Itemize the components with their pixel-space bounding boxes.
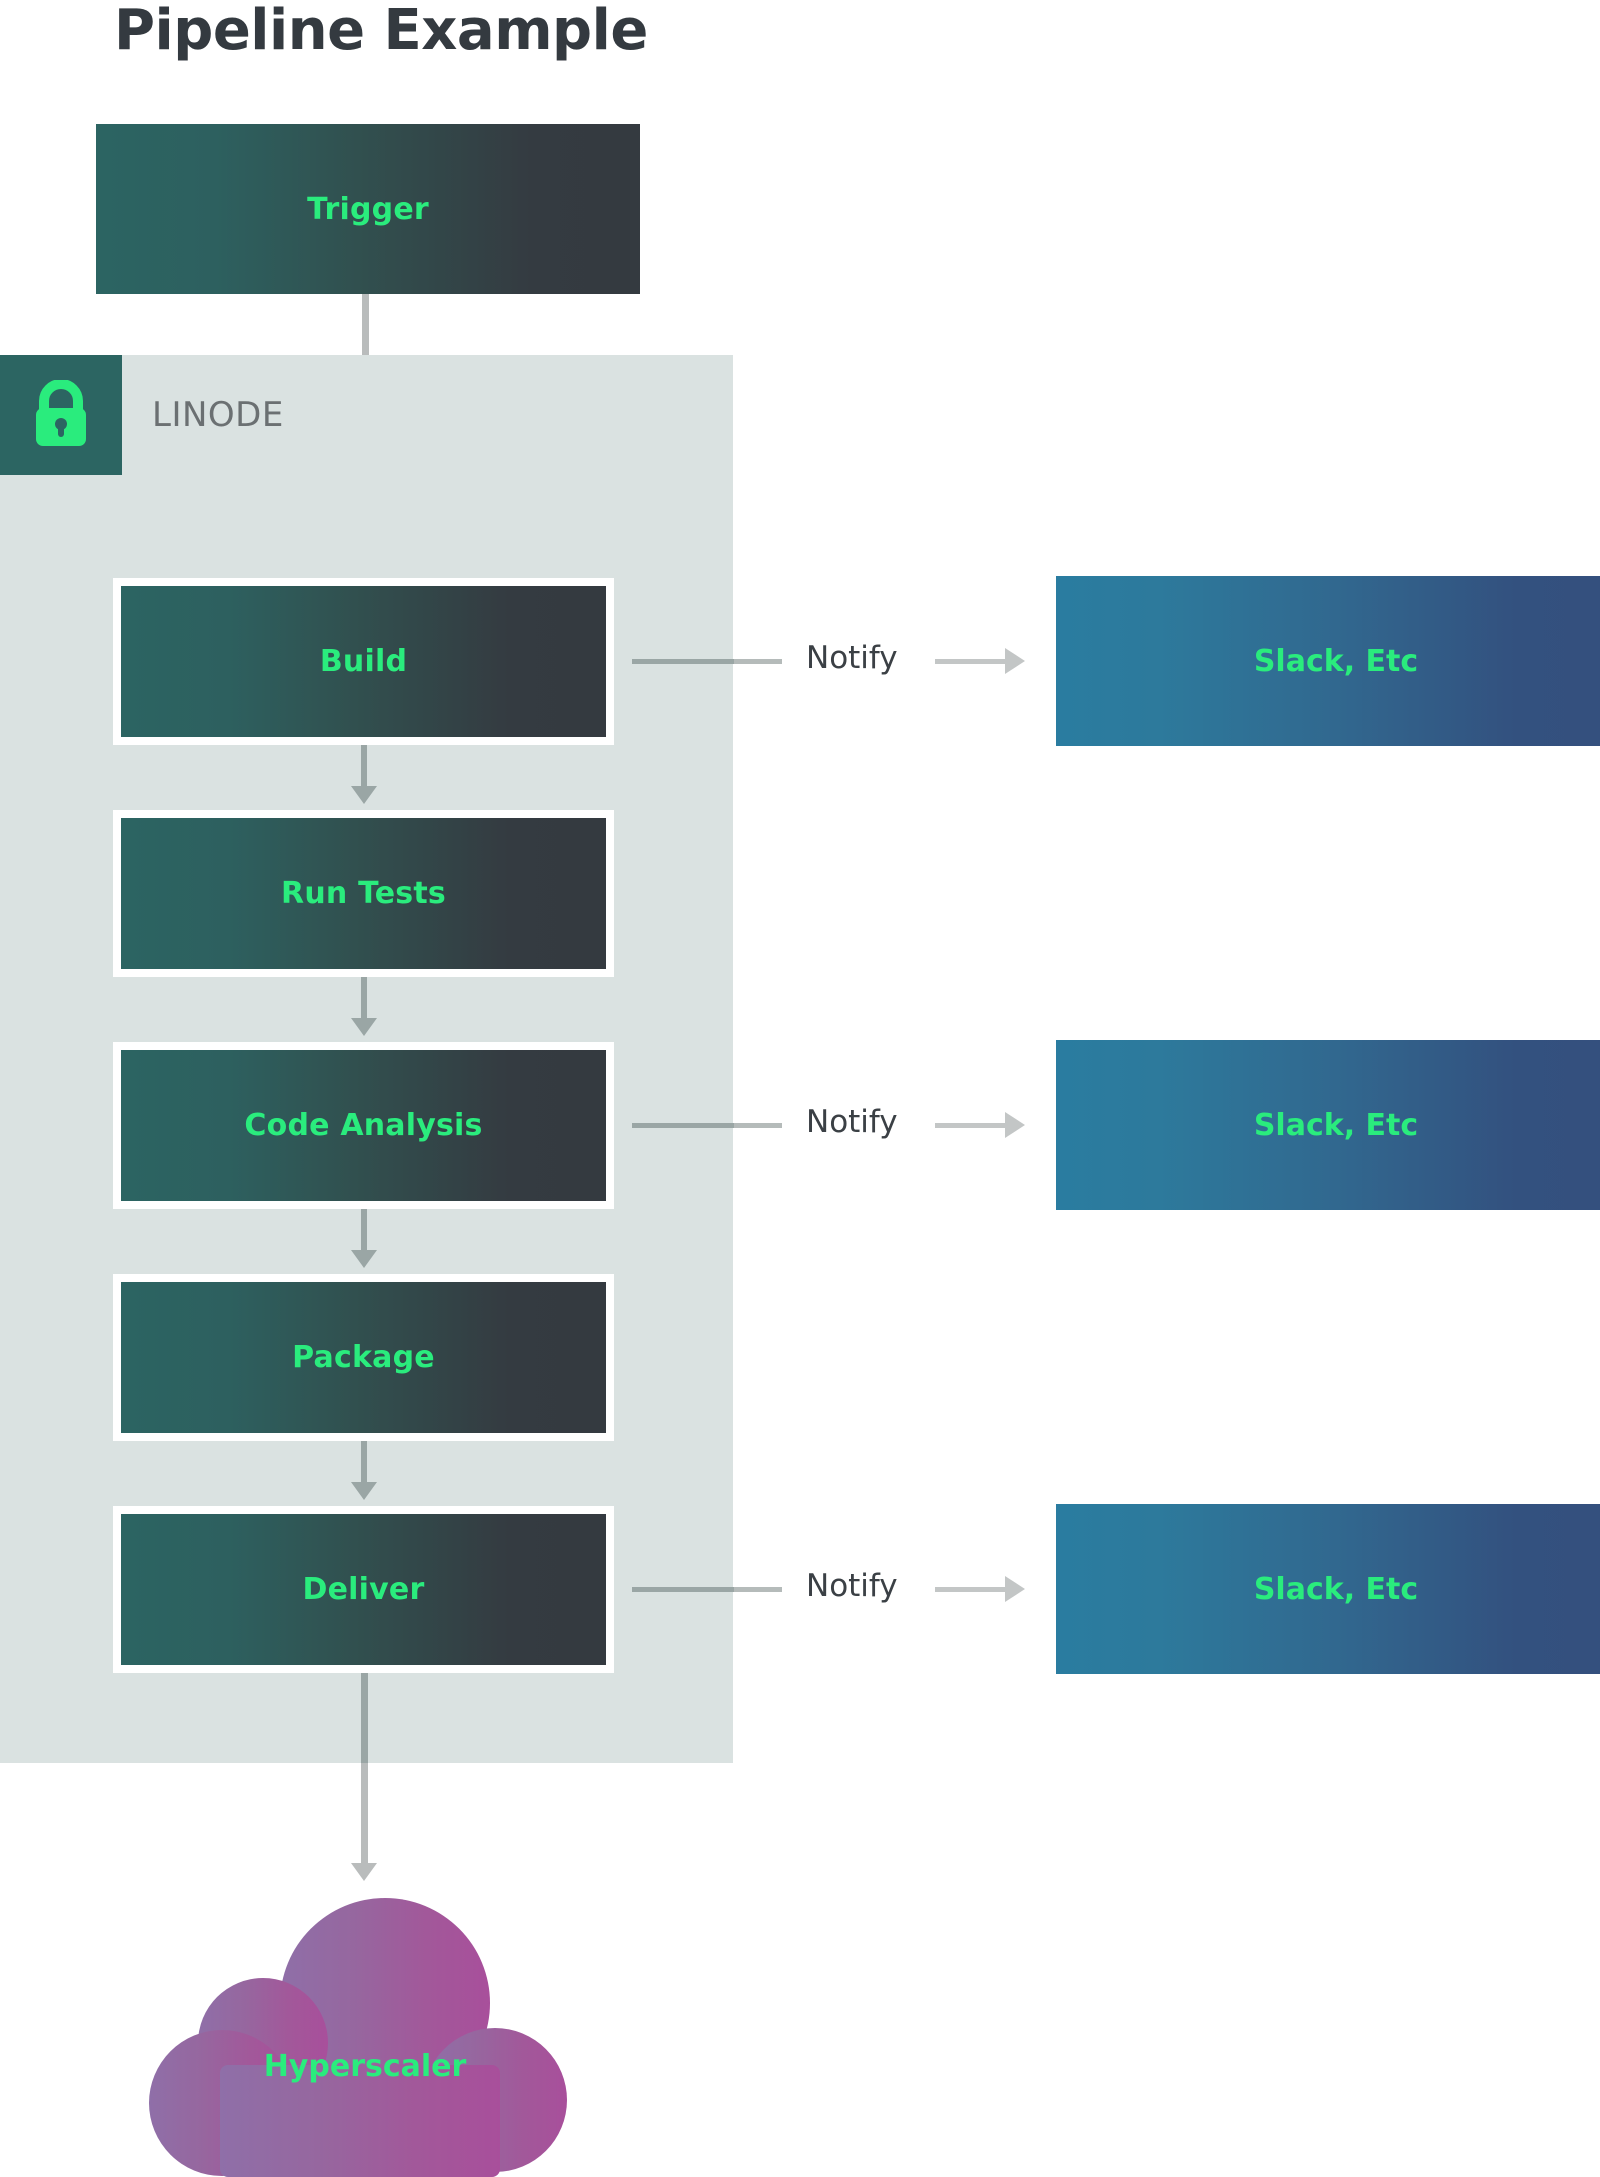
notify-target-box-build[interactable]: Slack, Etc — [1056, 576, 1600, 746]
notify-arrowhead-deliver — [1005, 1576, 1025, 1602]
stage-box-code-analysis[interactable]: Code Analysis — [113, 1042, 614, 1209]
notify-line-right-build — [935, 659, 1007, 664]
stage-label-package: Package — [292, 1340, 435, 1375]
connector-code-analysis-to-package-arrowhead — [351, 1250, 377, 1268]
notify-line-right-deliver — [935, 1587, 1007, 1592]
stage-box-run-tests[interactable]: Run Tests — [113, 810, 614, 977]
page-title: Pipeline Example — [114, 0, 648, 63]
notify-line-left-deliver — [632, 1587, 737, 1592]
notify-target-label-build: Slack, Etc — [1253, 643, 1419, 679]
notify-line-left-deliver-outer — [734, 1587, 782, 1592]
notify-target-box-deliver[interactable]: Slack, Etc — [1056, 1504, 1600, 1674]
notify-line-left-build-outer — [734, 659, 782, 664]
stage-label-code-analysis: Code Analysis — [244, 1108, 483, 1143]
notify-label-build: Notify — [806, 640, 898, 676]
notify-line-left-code-analysis-outer — [734, 1123, 782, 1128]
stage-label-deliver: Deliver — [302, 1572, 425, 1607]
cloud-shape-icon — [149, 1898, 567, 2177]
connector-code-analysis-to-package — [361, 1209, 367, 1254]
cloud-hyperscaler[interactable]: Hyperscaler — [140, 1895, 590, 2177]
connector-deliver-to-cloud-upper — [361, 1673, 368, 1763]
stage-label-trigger: Trigger — [307, 191, 429, 227]
stage-label-build: Build — [319, 644, 408, 679]
connector-run-tests-to-code-analysis — [361, 977, 367, 1022]
lock-icon — [36, 380, 86, 446]
notify-line-left-build — [632, 659, 737, 664]
stage-box-package[interactable]: Package — [113, 1274, 614, 1441]
stage-box-deliver[interactable]: Deliver — [113, 1506, 614, 1673]
connector-package-to-deliver — [361, 1441, 367, 1486]
notify-target-label-deliver: Slack, Etc — [1253, 1571, 1419, 1607]
connector-build-to-run-tests — [361, 745, 367, 790]
stage-box-trigger[interactable]: Trigger — [96, 124, 640, 294]
connector-package-to-deliver-arrowhead — [351, 1482, 377, 1500]
notify-target-box-code-analysis[interactable]: Slack, Etc — [1056, 1040, 1600, 1210]
notify-arrowhead-code-analysis — [1005, 1112, 1025, 1138]
notify-line-left-code-analysis — [632, 1123, 737, 1128]
stage-box-build[interactable]: Build — [113, 578, 614, 745]
notify-target-label-code-analysis: Slack, Etc — [1253, 1107, 1419, 1143]
stage-label-run-tests: Run Tests — [281, 876, 446, 911]
zone-badge-linode — [0, 355, 122, 475]
connector-run-tests-to-code-analysis-arrowhead — [351, 1018, 377, 1036]
notify-label-code-analysis: Notify — [806, 1104, 898, 1140]
connector-deliver-to-cloud-arrowhead — [351, 1863, 377, 1881]
notify-label-deliver: Notify — [806, 1568, 898, 1604]
notify-line-right-code-analysis — [935, 1123, 1007, 1128]
connector-deliver-to-cloud-lower — [361, 1763, 368, 1863]
connector-build-to-run-tests-arrowhead — [351, 786, 377, 804]
zone-label-linode: LINODE — [152, 395, 284, 435]
notify-arrowhead-build — [1005, 648, 1025, 674]
